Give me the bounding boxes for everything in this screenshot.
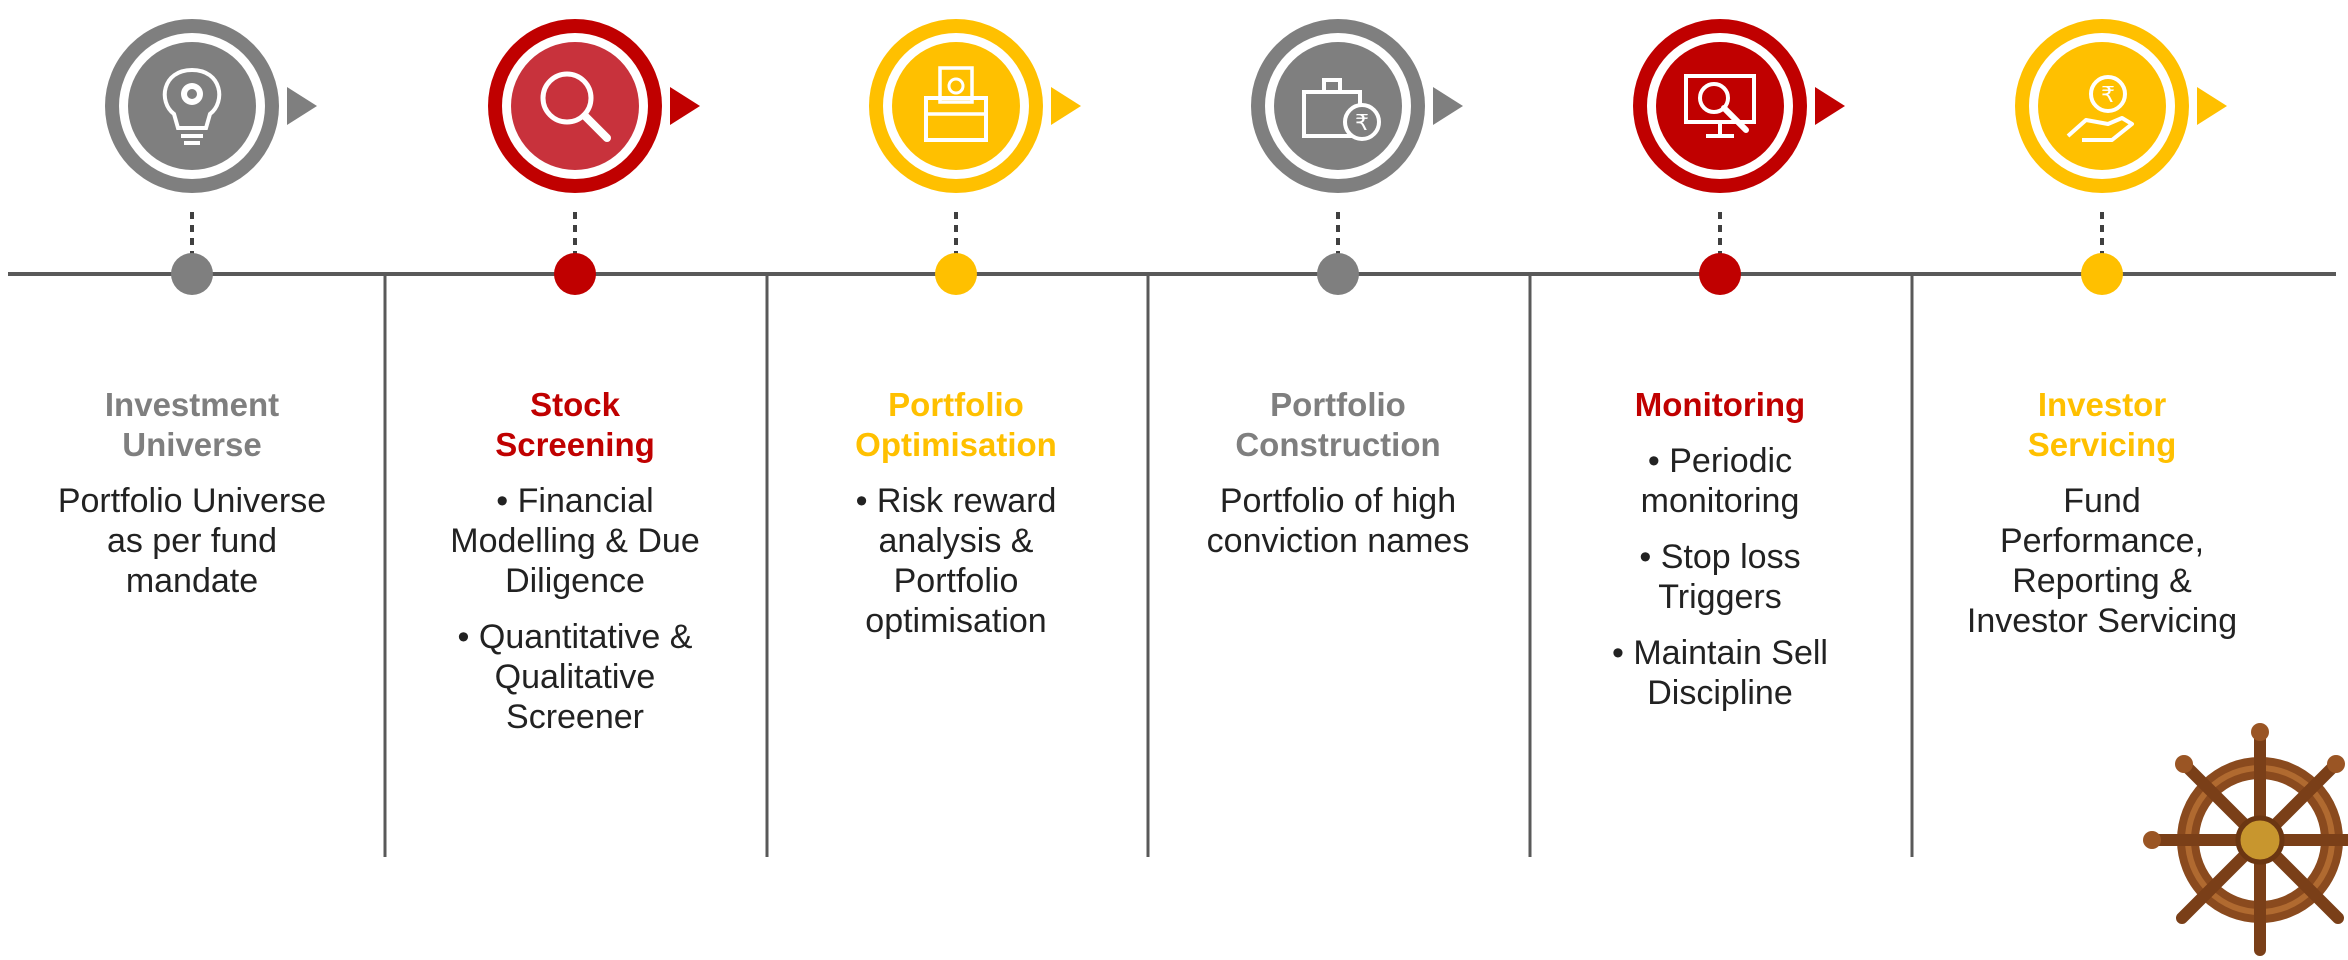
timeline-node	[2081, 253, 2123, 295]
pointer-arrow	[2197, 87, 2227, 125]
pointer-arrow	[670, 87, 700, 125]
stage-bullet-list: • Periodic monitoring • Stop loss Trigger…	[1550, 441, 1890, 713]
process-timeline: ₹₹	[8, 19, 2336, 857]
stage-marker	[1633, 19, 1845, 295]
briefcase-rupee-gear-icon: ₹	[1302, 78, 1381, 141]
inner-disc	[128, 42, 256, 170]
monitor-magnifier-icon	[1684, 74, 1756, 138]
stage-bullet-list: • Financial Modelling & Due Diligence • Q…	[405, 481, 745, 737]
inner-disc	[1656, 42, 1784, 170]
stage-bullet: • Maintain Sell Discipline	[1611, 634, 1828, 712]
ship-wheel-icon	[2143, 723, 2348, 956]
stage-description: Portfolio Universe as per fund mandate	[57, 482, 327, 600]
stage-description: Fund Performance, Reporting & Investor S…	[1966, 482, 2238, 640]
stage-title: Stock Screening	[495, 386, 655, 463]
timeline-node	[1317, 253, 1359, 295]
stage-bullet: • Quantitative & Qualitative Screener	[457, 618, 693, 736]
svg-text:₹: ₹	[1355, 111, 1369, 136]
stage-bullet-list: • Risk reward analysis & Portfolio optim…	[786, 481, 1126, 641]
stage-column: Stock Screening • Financial Modelling & D…	[385, 385, 765, 753]
briefcase-document-gear-icon	[924, 66, 988, 142]
stage-marker	[488, 19, 700, 295]
inner-disc	[511, 42, 639, 170]
inner-disc	[2038, 42, 2166, 170]
timeline-node	[171, 253, 213, 295]
inner-disc	[1274, 42, 1402, 170]
lightbulb-gear-icon	[162, 67, 222, 145]
timeline-node	[935, 253, 977, 295]
pointer-arrow	[287, 87, 317, 125]
stage-description: Portfolio of high conviction names	[1206, 482, 1470, 560]
pointer-arrow	[1433, 87, 1463, 125]
stage-bullet: • Financial Modelling & Due Diligence	[450, 482, 700, 600]
hand-rupee-coin-icon: ₹	[2066, 75, 2134, 142]
magnifier-icon	[540, 71, 611, 142]
stage-marker: ₹	[2015, 19, 2227, 295]
pointer-arrow	[1051, 87, 1081, 125]
stage-bullet: • Periodic monitoring	[1640, 442, 1800, 520]
stage-title: Investor Servicing	[2027, 386, 2177, 463]
stage-marker	[869, 19, 1081, 295]
svg-text:₹: ₹	[2101, 83, 2115, 108]
stage-title: Portfolio Optimisation	[855, 386, 1057, 463]
stage-column: Monitoring • Periodic monitoring • Stop lo…	[1530, 385, 1910, 729]
pointer-arrow	[1815, 87, 1845, 125]
timeline-node	[1699, 253, 1741, 295]
inner-disc	[892, 42, 1020, 170]
stage-marker	[105, 19, 317, 295]
stage-title: Investment Universe	[104, 386, 280, 463]
stage-column: Portfolio Optimisation • Risk reward anal…	[766, 385, 1146, 657]
stage-bullet: • Stop loss Triggers	[1639, 538, 1801, 616]
stage-bullet: • Risk reward analysis & Portfolio optim…	[855, 482, 1057, 640]
stage-title: Monitoring	[1634, 386, 1806, 423]
timeline-node	[554, 253, 596, 295]
stage-marker: ₹	[1251, 19, 1463, 295]
stage-title: Portfolio Construction	[1235, 386, 1441, 463]
